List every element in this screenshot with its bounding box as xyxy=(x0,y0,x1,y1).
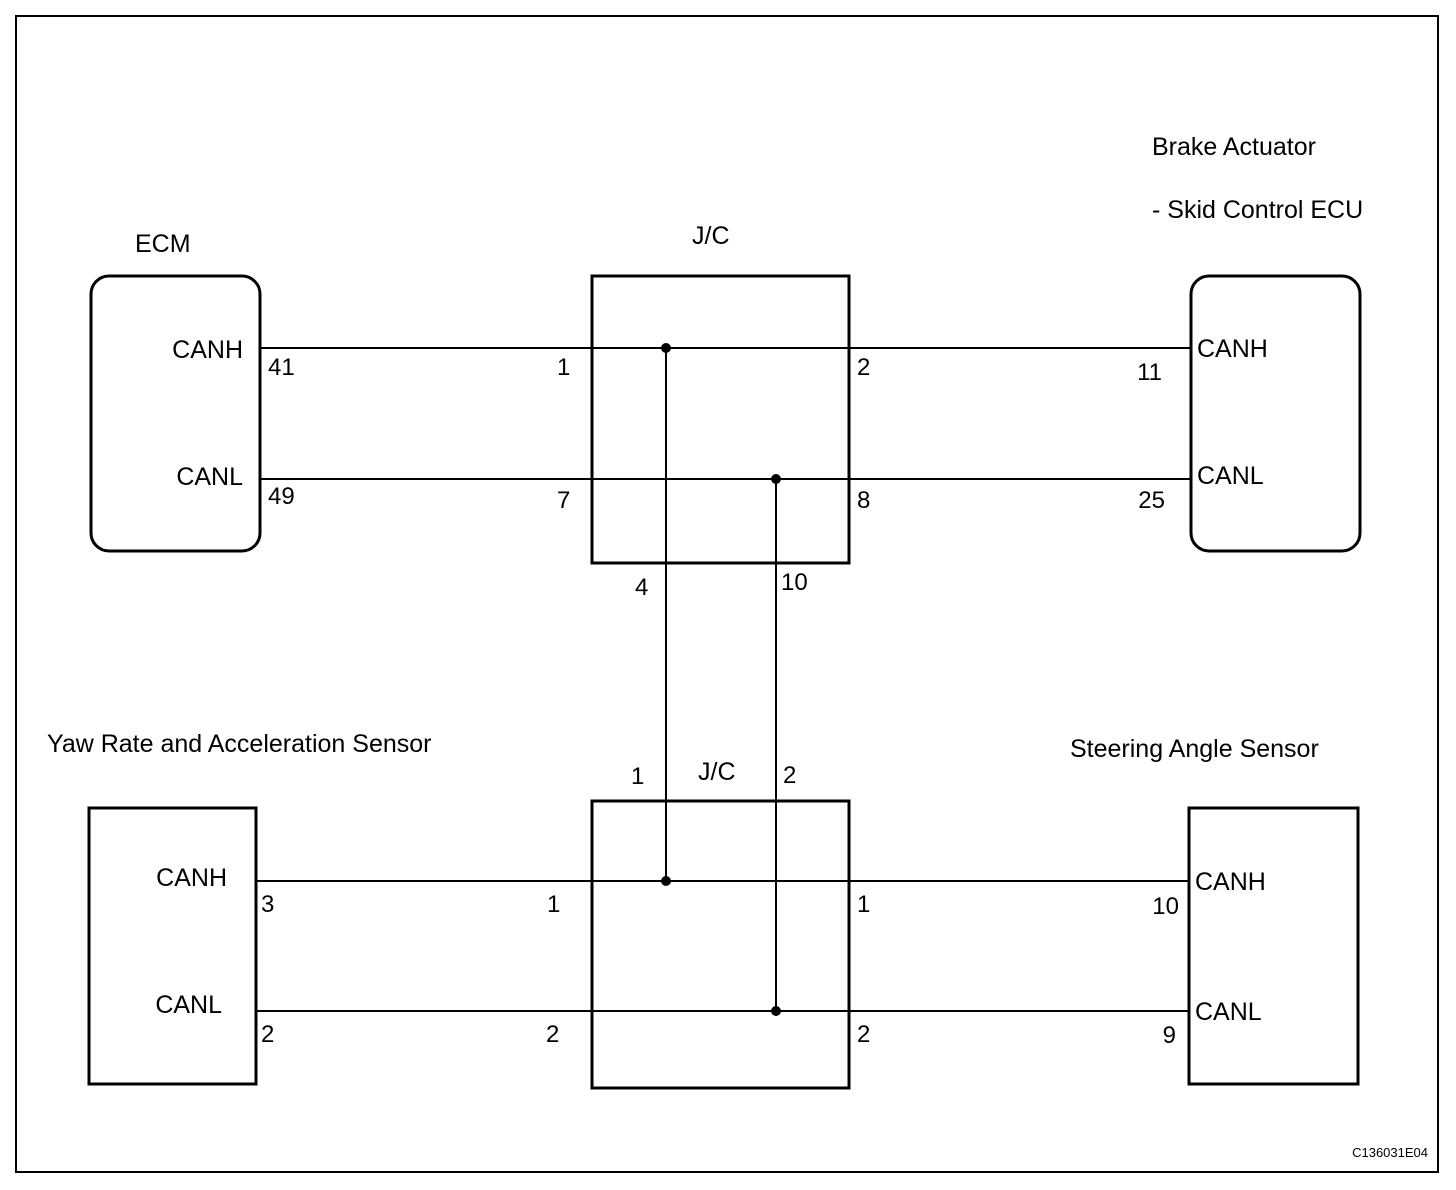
jc-upper-component: J/C xyxy=(590,222,851,565)
splice-dot-canh-upper xyxy=(661,343,671,353)
jc-lower-box xyxy=(590,799,851,1090)
yaw-sensor-canh-pin: 3 xyxy=(261,891,274,918)
brake-actuator-canl-label: CANL xyxy=(1197,462,1264,490)
brake-actuator-box xyxy=(1189,274,1362,553)
jc-upper-box xyxy=(590,274,851,565)
brake-actuator-canh-label: CANH xyxy=(1197,335,1268,363)
steering-sensor-canh-pin: 10 xyxy=(1152,893,1179,920)
yaw-sensor-box xyxy=(87,806,258,1086)
yaw-sensor-canl-pin: 2 xyxy=(261,1021,274,1048)
jc-lower-pin-right-canl: 2 xyxy=(857,1021,870,1048)
jc-upper-pin-right-canh: 2 xyxy=(857,354,870,381)
ecm-box xyxy=(89,274,262,553)
brake-actuator-canl-pin: 25 xyxy=(1138,487,1165,514)
ecm-canl-pin: 49 xyxy=(268,483,295,510)
steering-sensor-canh-label: CANH xyxy=(1195,868,1266,896)
steering-sensor-component: Steering Angle Sensor CANH CANL xyxy=(1070,735,1360,1086)
jc-upper-pin-right-canl: 8 xyxy=(857,487,870,514)
jc-lower-title: J/C xyxy=(698,758,736,786)
brake-actuator-title-line1: Brake Actuator xyxy=(1152,133,1316,161)
ecm-canh-pin: 41 xyxy=(268,354,295,381)
steering-sensor-box xyxy=(1187,806,1360,1086)
jc-lower-component: J/C xyxy=(590,758,851,1090)
figure-code: C136031E04 xyxy=(1352,1145,1428,1160)
jc-lower-pin-top-canh: 1 xyxy=(631,763,644,790)
steering-sensor-canl-pin: 9 xyxy=(1163,1022,1176,1049)
steering-sensor-title: Steering Angle Sensor xyxy=(1070,735,1319,763)
splice-dot-canh-lower xyxy=(661,876,671,886)
jc-lower-pin-left-canl: 2 xyxy=(546,1021,559,1048)
diagram-frame xyxy=(15,15,1439,1173)
brake-actuator-canh-pin: 11 xyxy=(1137,359,1162,386)
jc-lower-pin-left-canh: 1 xyxy=(547,891,560,918)
yaw-sensor-canh-label: CANH xyxy=(156,864,227,892)
jc-upper-pin-bottom-canl: 10 xyxy=(781,569,808,596)
splice-dot-canl-upper xyxy=(771,474,781,484)
jc-upper-pin-left-canh: 1 xyxy=(557,354,570,381)
yaw-sensor-canl-label: CANL xyxy=(155,991,222,1019)
ecm-component: ECM CANH CANL xyxy=(89,230,262,553)
jc-lower-pin-top-canl: 2 xyxy=(783,762,796,789)
splice-dot-canl-lower xyxy=(771,1006,781,1016)
jc-lower-pin-right-canh: 1 xyxy=(857,891,870,918)
yaw-sensor-title: Yaw Rate and Acceleration Sensor xyxy=(47,730,432,758)
yaw-sensor-component: Yaw Rate and Acceleration Sensor CANH CA… xyxy=(47,730,432,1086)
jc-upper-pin-bottom-canh: 4 xyxy=(635,574,648,601)
brake-actuator-component: Brake Actuator - Skid Control ECU CANH C… xyxy=(1152,133,1363,553)
ecm-canh-label: CANH xyxy=(172,336,243,364)
ecm-title: ECM xyxy=(135,230,191,258)
jc-upper-title: J/C xyxy=(692,222,730,250)
brake-actuator-title-line2: - Skid Control ECU xyxy=(1152,196,1363,224)
ecm-canl-label: CANL xyxy=(176,463,243,491)
steering-sensor-canl-label: CANL xyxy=(1195,998,1262,1026)
jc-upper-pin-left-canl: 7 xyxy=(557,487,570,514)
